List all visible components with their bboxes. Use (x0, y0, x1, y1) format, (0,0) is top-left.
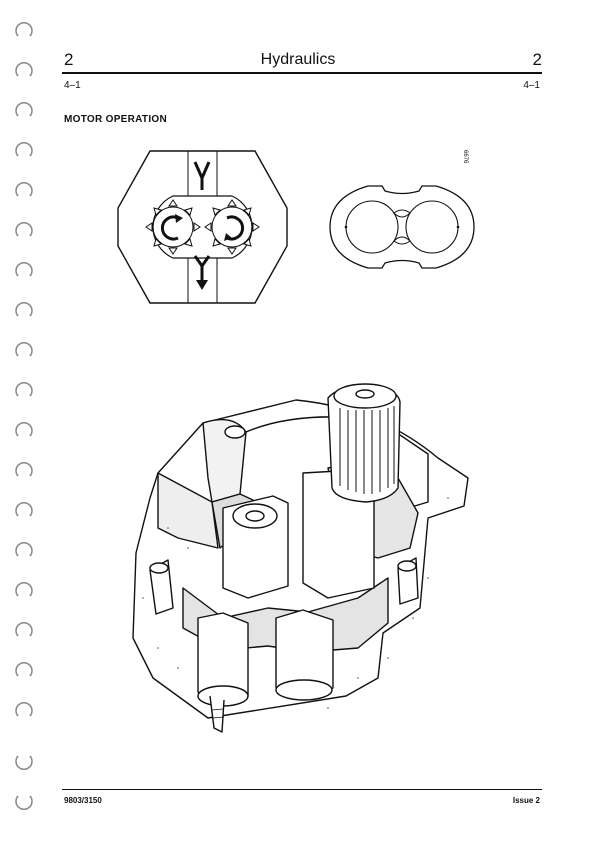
footer-rule (62, 789, 542, 790)
issue-label: Issue 2 (512, 796, 540, 805)
page-title: Hydraulics (260, 51, 336, 68)
document-number: 9803/3150 (64, 796, 102, 805)
gear-motor-diagram (117, 150, 288, 304)
chapter-number-left: 2 (64, 50, 74, 69)
section-number-right: 4–1 (523, 80, 540, 91)
figure-number: 6676 (462, 150, 468, 164)
section-number-left: 4–1 (64, 80, 81, 91)
motor-cutaway-illustration (132, 383, 469, 733)
bearing-block-diagram (329, 185, 475, 269)
header-rule (62, 72, 542, 74)
binder-holes (15, 21, 33, 811)
chapter-number-right: 2 (532, 50, 542, 69)
section-title: MOTOR OPERATION (64, 114, 168, 125)
